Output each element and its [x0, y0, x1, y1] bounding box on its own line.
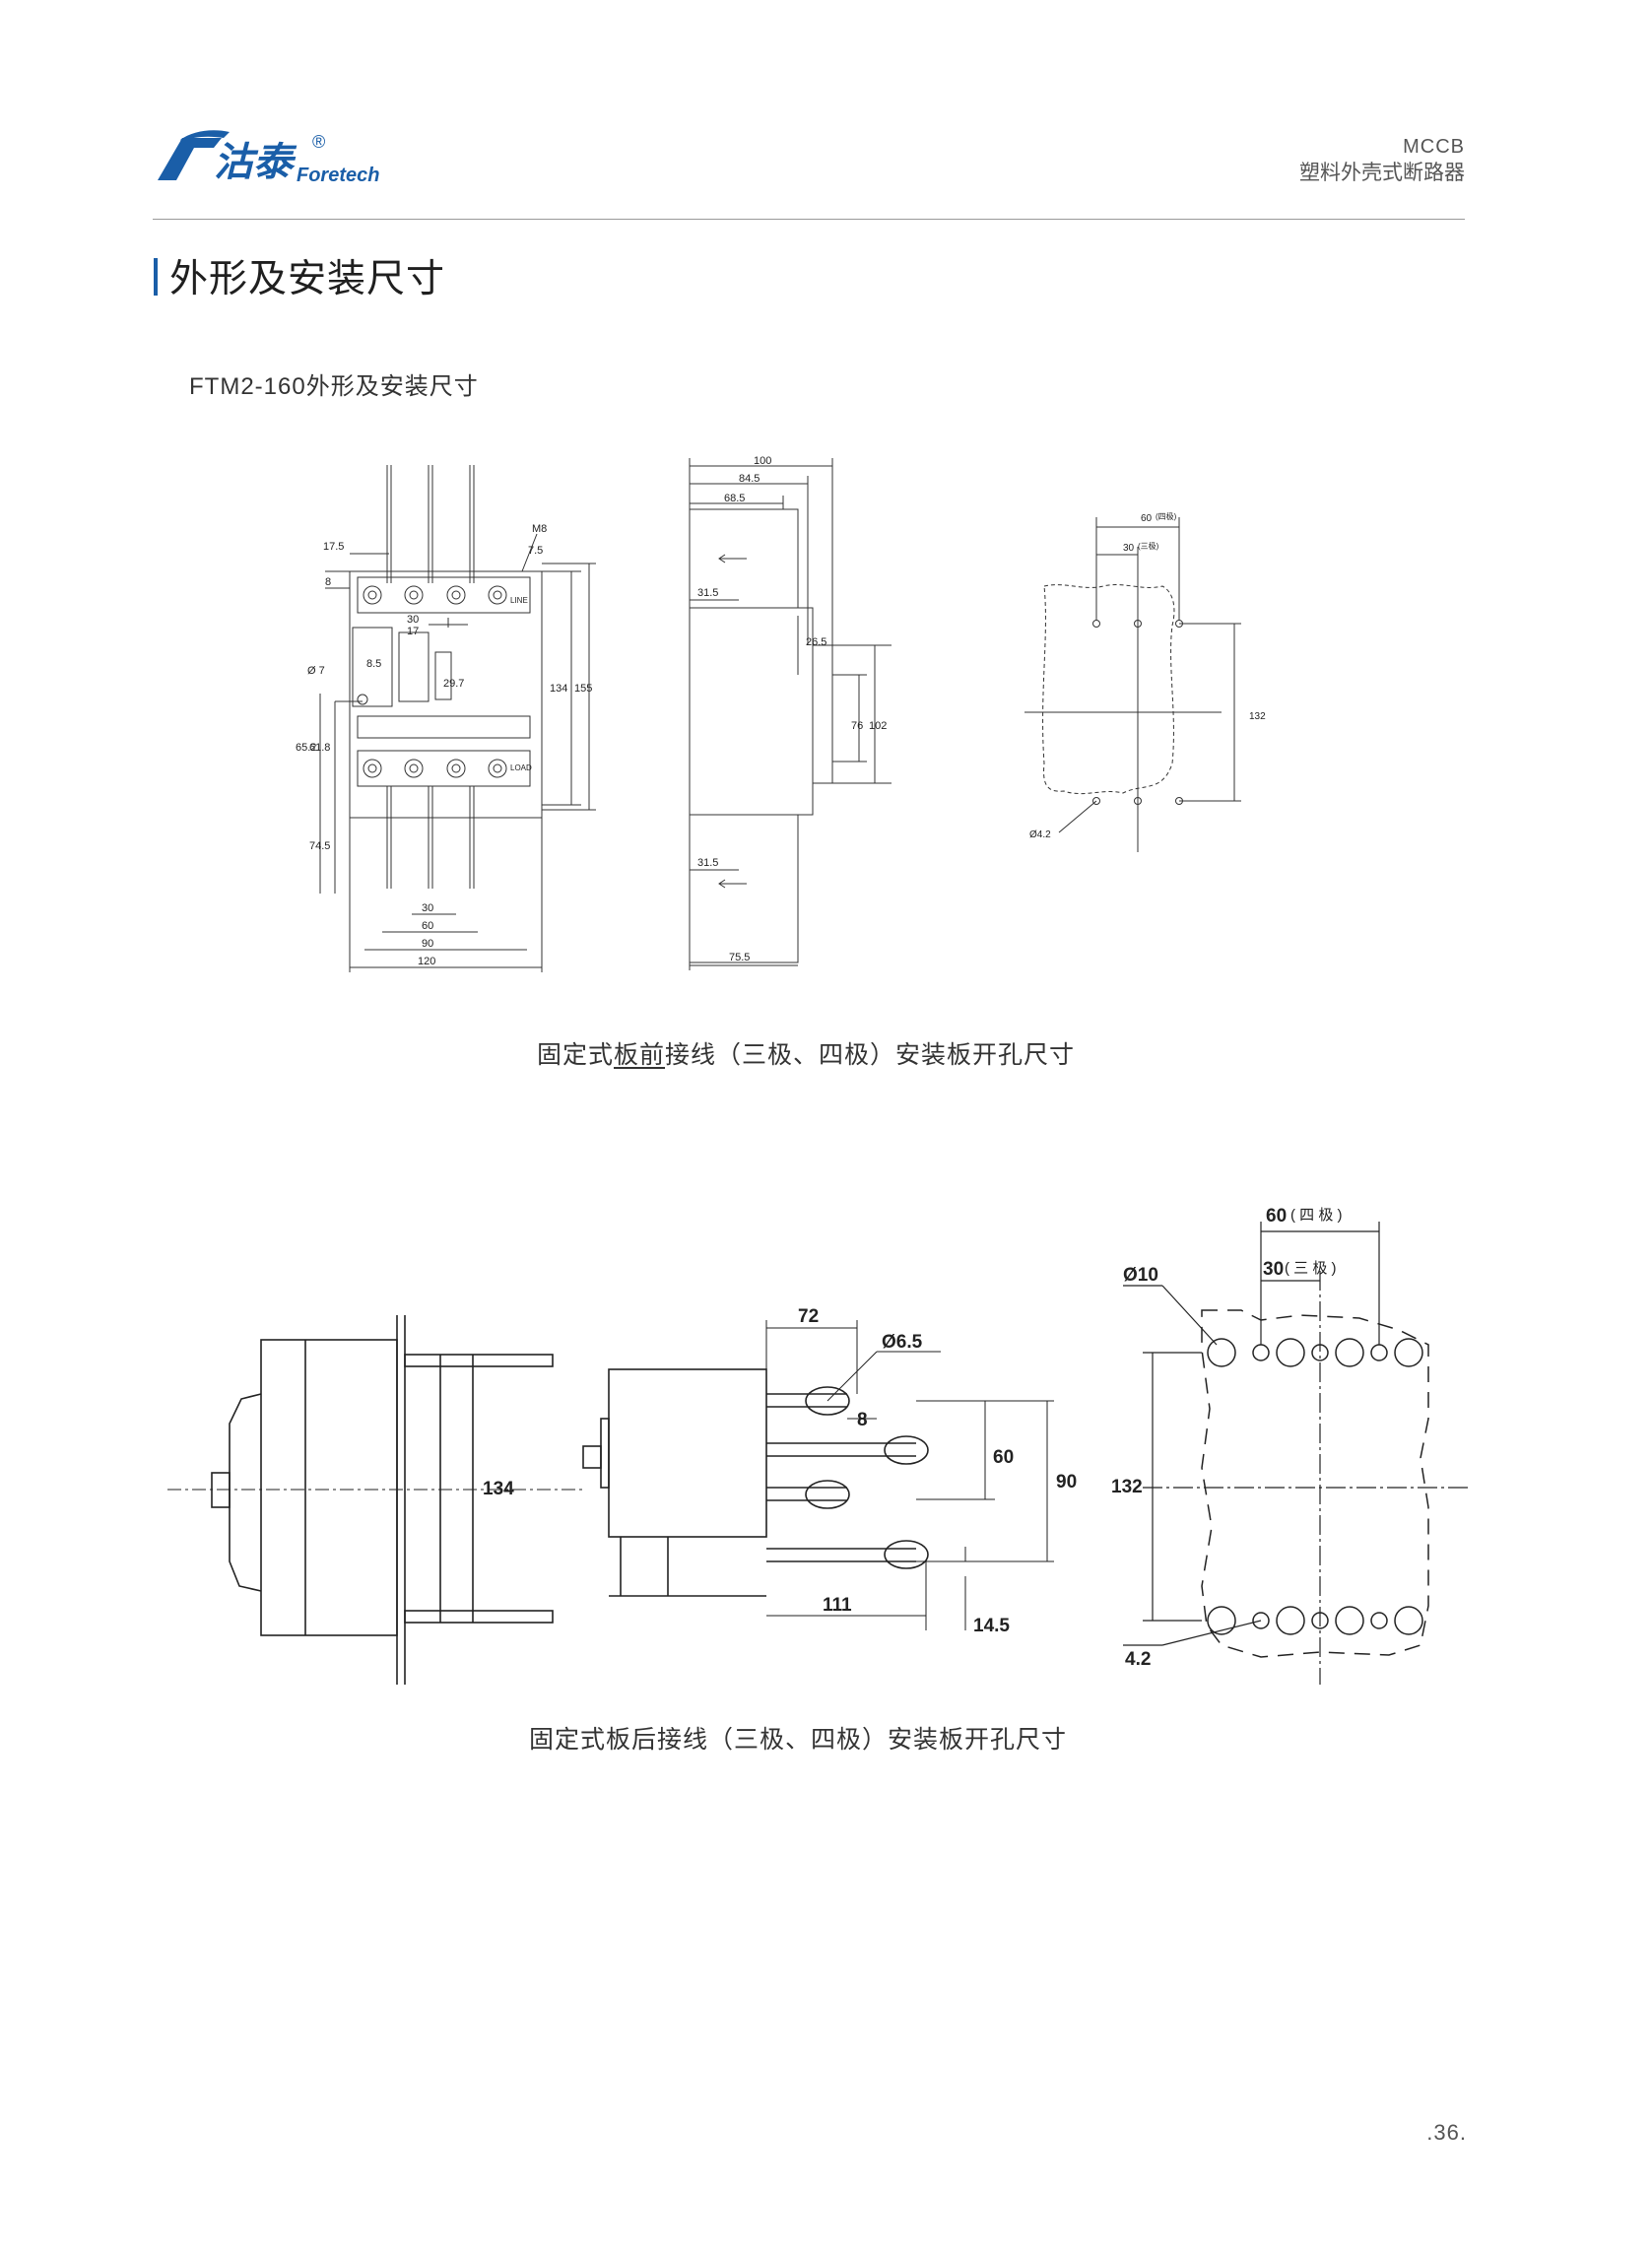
rear-cutout-dim-phi-10: Ø10	[1123, 1265, 1158, 1286]
figure1-caption: 固定式板前接线（三极、四极）安装板开孔尺寸	[537, 1035, 1075, 1071]
section-title: 外形及安装尺寸	[169, 258, 446, 300]
header-product-info: MCCB 塑料外壳式断路器	[1299, 134, 1465, 187]
rear-cutout-dim-132: 132	[1111, 1477, 1143, 1497]
logo-cn-text: 沽泰	[214, 141, 297, 184]
header-divider	[153, 219, 1465, 220]
dim-8-5: 8.5	[366, 658, 381, 670]
rear-mid-dim-111: 111	[823, 1595, 852, 1616]
registered-mark: ®	[312, 132, 325, 152]
label-line: LINE	[510, 596, 528, 605]
foretech-logo: 沽泰 Foretech ®	[158, 130, 379, 186]
dim-60-bottom: 60	[422, 920, 433, 932]
cutout-dim-30-note: (三极)	[1138, 541, 1159, 551]
side-dim-31-5-top: 31.5	[697, 587, 718, 599]
product-code: MCCB	[1403, 136, 1465, 158]
figure1-caption-underlined: 板前	[614, 1041, 666, 1069]
dim-120-bottom: 120	[418, 956, 435, 967]
rear-cutout-dim-30-note: ( 三 极 )	[1285, 1260, 1337, 1277]
section-accent-bar	[154, 258, 158, 296]
rear-cutout-dim-30: 30	[1263, 1259, 1284, 1280]
dim-74-5: 74.5	[309, 840, 330, 852]
rear-mid-dim-8: 8	[857, 1410, 868, 1430]
dim-17: 17	[407, 626, 419, 637]
dim-phi-7: Ø 7	[307, 665, 325, 677]
side-dim-76: 76	[851, 720, 863, 732]
model-subheading: FTM2-160外形及安装尺寸	[189, 373, 479, 400]
side-dim-100: 100	[754, 455, 771, 467]
front-view-drawing: 17.5 8 M8 7.5 30 17 Ø 7 8.5 29.7 134 155…	[296, 465, 596, 972]
dim-29-7: 29.7	[443, 678, 464, 690]
side-dim-84-5: 84.5	[739, 473, 760, 485]
rear-left-dim-134: 134	[483, 1479, 514, 1499]
rear-connection-left-view: 134	[167, 1315, 586, 1685]
side-view-drawing: 100 84.5 68.5 31.5 26.5 76 102 31.5 75.5	[689, 455, 892, 970]
page-number: .36.	[1426, 2120, 1467, 2145]
rear-mid-dim-14-5: 14.5	[973, 1616, 1010, 1636]
cutout-dim-132: 132	[1249, 711, 1266, 722]
dim-134: 134	[550, 683, 567, 695]
dim-65-2: 65.2	[296, 742, 316, 754]
dim-8: 8	[325, 576, 331, 588]
logo-en-text: Foretech	[297, 165, 379, 186]
dim-155: 155	[574, 683, 592, 695]
dim-30-top: 30	[407, 614, 419, 626]
rear-cutout-dim-60: 60	[1266, 1206, 1287, 1227]
side-dim-75-5: 75.5	[729, 952, 750, 963]
figure2-caption: 固定式板后接线（三极、四极）安装板开孔尺寸	[529, 1726, 1068, 1754]
figure1-caption-suffix: 接线（三极、四极）安装板开孔尺寸	[665, 1041, 1076, 1069]
rear-connection-middle-view: 72 Ø6.5 8 60 90 111 14.5	[582, 1306, 1077, 1636]
cutout-dim-60: 60	[1141, 513, 1153, 524]
label-m8: M8	[532, 523, 547, 535]
rear-mid-dim-60: 60	[993, 1447, 1014, 1468]
cutout-dim-30: 30	[1123, 543, 1135, 554]
rear-connection-panel-cutout: 60 ( 四 极 ) 30 ( 三 极 ) Ø10 132 4.2	[1111, 1206, 1468, 1685]
panel-cutout-drawing: 60 (四极) 30 (三极) 132 Ø4.2	[1024, 511, 1266, 852]
rear-mid-dim-72: 72	[798, 1306, 819, 1327]
rear-mid-dim-90: 90	[1056, 1472, 1077, 1492]
label-load: LOAD	[510, 763, 532, 772]
side-dim-26-5: 26.5	[806, 636, 826, 648]
side-dim-102: 102	[869, 720, 887, 732]
product-name: 塑料外壳式断路器	[1299, 162, 1465, 184]
rear-mid-dim-phi-6-5: Ø6.5	[882, 1332, 923, 1353]
dim-7-5: 7.5	[528, 545, 543, 557]
side-dim-31-5-bottom: 31.5	[697, 857, 718, 869]
dim-30-bottom: 30	[422, 902, 433, 914]
figure1-caption-prefix: 固定式	[537, 1041, 615, 1069]
dim-90-bottom: 90	[422, 938, 433, 950]
dim-17-5: 17.5	[323, 541, 344, 553]
cutout-dim-60-note: (四极)	[1156, 511, 1177, 521]
rear-cutout-dim-60-note: ( 四 极 )	[1290, 1207, 1343, 1224]
dim-61-8: 61.8	[309, 742, 330, 754]
side-dim-68-5: 68.5	[724, 493, 745, 504]
rear-cutout-dim-4-2: 4.2	[1125, 1649, 1151, 1670]
cutout-dim-phi-4-2: Ø4.2	[1029, 829, 1051, 840]
